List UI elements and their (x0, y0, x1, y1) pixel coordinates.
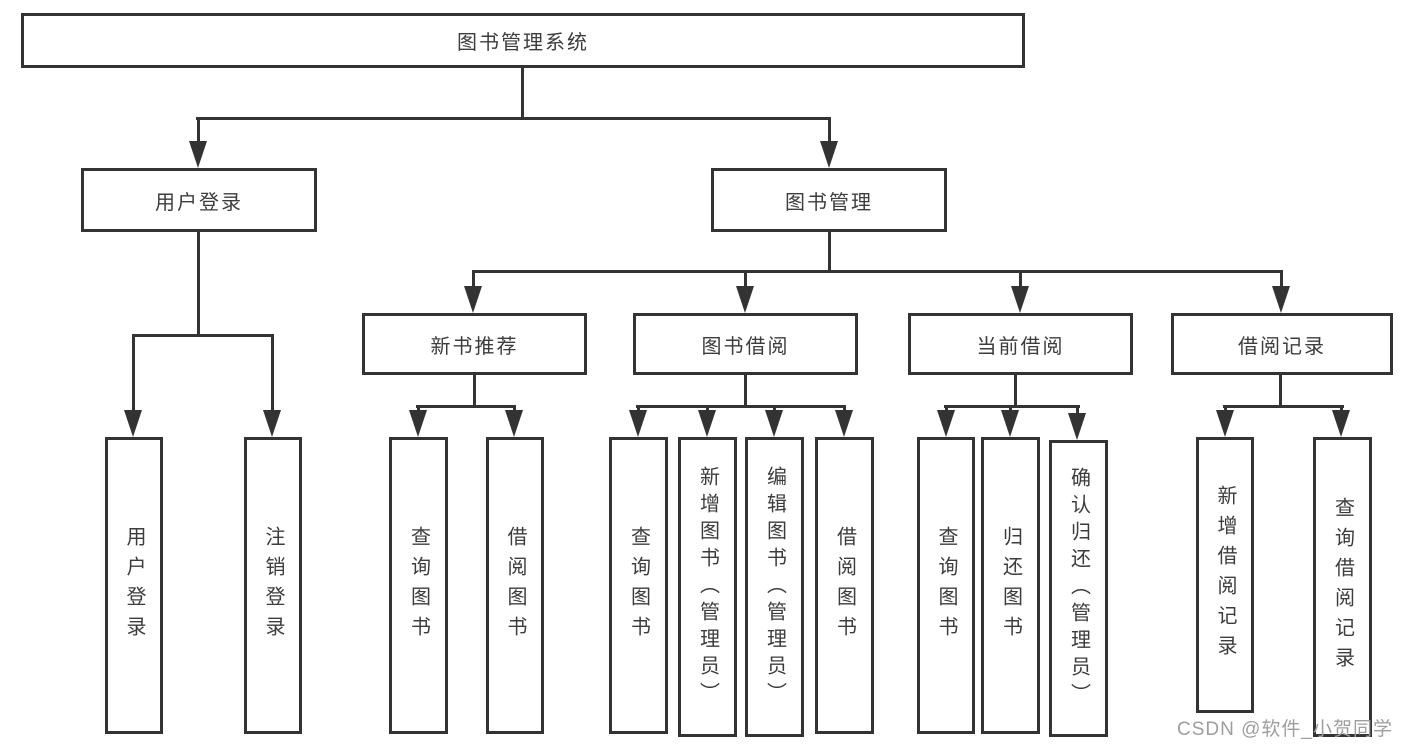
connector-root-stem (521, 68, 524, 117)
arrow-down-icon (1272, 286, 1290, 313)
arrow-down-icon (1001, 410, 1019, 437)
node-leaf-logout-label: 注销登录 (262, 525, 284, 646)
arrow-down-icon (629, 410, 647, 437)
connector-book-mgmt-bus (472, 270, 1283, 273)
connector-drop (132, 334, 135, 416)
node-leaf-query-record-label: 查询借阅记录 (1331, 497, 1354, 677)
arrow-down-icon (1011, 286, 1029, 313)
arrow-down-icon (263, 410, 281, 437)
node-leaf-confirm-return-label: 确认归还（管理员） (1067, 467, 1090, 710)
arrow-down-icon (698, 410, 716, 437)
node-leaf-add-record-label: 新增借阅记录 (1214, 485, 1236, 665)
connector-book-mgmt-drop (828, 117, 831, 147)
node-root-label: 图书管理系统 (457, 32, 589, 54)
connector-drop (472, 270, 475, 292)
node-leaf-return-book: 归还图书 (981, 437, 1040, 734)
node-leaf-user-login: 用户登录 (105, 437, 163, 734)
node-leaf-borrow-book-1: 借阅图书 (486, 437, 544, 734)
connector-book-borrow-stem (744, 375, 747, 408)
node-leaf-query-book-2: 查询图书 (609, 437, 668, 734)
node-leaf-return-book-label: 归还图书 (999, 525, 1022, 646)
connector-root-bus (196, 117, 831, 120)
node-leaf-edit-book: 编辑图书（管理员） (745, 437, 804, 737)
node-current-borrow-label: 当前借阅 (976, 335, 1065, 358)
node-borrow-record-label: 借阅记录 (1238, 335, 1326, 358)
arrow-down-icon (189, 141, 207, 168)
arrow-down-icon (1332, 410, 1350, 437)
arrow-down-icon (820, 141, 838, 168)
node-root: 图书管理系统 (21, 13, 1025, 68)
arrow-down-icon (1068, 413, 1086, 440)
node-leaf-borrow-book-2: 借阅图书 (815, 437, 874, 734)
node-leaf-edit-book-label: 编辑图书（管理员） (763, 465, 786, 709)
node-new-book-rec-label: 新书推荐 (430, 335, 519, 358)
node-leaf-confirm-return: 确认归还（管理员） (1049, 440, 1108, 737)
connector-new-book-rec-bus (416, 405, 516, 408)
connector-current-borrow-bus (944, 405, 1080, 408)
node-book-mgmt-label: 图书管理 (785, 191, 873, 214)
arrow-down-icon (1216, 410, 1234, 437)
node-current-borrow: 当前借阅 (908, 313, 1133, 375)
connector-drop (744, 270, 747, 292)
arrow-down-icon (124, 410, 142, 437)
node-leaf-logout: 注销登录 (244, 437, 302, 734)
arrow-down-icon (464, 286, 482, 313)
node-leaf-query-book-1-label: 查询图书 (407, 525, 430, 646)
arrow-down-icon (765, 410, 783, 437)
arrow-down-icon (736, 286, 754, 313)
node-leaf-add-record: 新增借阅记录 (1196, 437, 1254, 713)
connector-book-borrow-bus (636, 405, 846, 408)
connector-drop (1076, 405, 1079, 418)
node-leaf-query-book-2-label: 查询图书 (627, 525, 650, 646)
node-book-borrow-label: 图书借阅 (701, 335, 790, 358)
node-leaf-borrow-book-2-label: 借阅图书 (833, 525, 856, 646)
node-user-login: 用户登录 (81, 168, 317, 232)
arrow-down-icon (937, 410, 955, 437)
connector-user-login-stem (197, 232, 200, 337)
node-leaf-add-book: 新增图书（管理员） (678, 437, 737, 737)
node-book-borrow: 图书借阅 (633, 313, 858, 375)
node-leaf-query-record: 查询借阅记录 (1313, 437, 1372, 737)
node-leaf-add-book-label: 新增图书（管理员） (696, 465, 719, 709)
connector-user-login-drop (197, 117, 200, 147)
connector-book-mgmt-stem (828, 232, 831, 273)
node-new-book-rec: 新书推荐 (362, 313, 587, 375)
connector-new-book-rec-stem (473, 375, 476, 408)
node-book-mgmt: 图书管理 (711, 168, 947, 232)
node-leaf-query-book-1: 查询图书 (389, 437, 448, 734)
connector-drop (1280, 270, 1283, 292)
connector-borrow-record-bus (1223, 405, 1344, 408)
node-borrow-record: 借阅记录 (1171, 313, 1393, 375)
connector-borrow-record-stem (1279, 375, 1282, 408)
connector-drop (271, 334, 274, 416)
connector-user-login-bus (132, 334, 274, 337)
node-leaf-borrow-book-1-label: 借阅图书 (504, 525, 526, 646)
arrow-down-icon (409, 410, 427, 437)
node-leaf-query-book-3-label: 查询图书 (935, 525, 957, 646)
watermark: CSDN @软件_小贺同学 (1177, 719, 1393, 740)
arrow-down-icon (505, 410, 523, 437)
arrow-down-icon (835, 410, 853, 437)
node-user-login-label: 用户登录 (155, 191, 243, 214)
node-leaf-query-book-3: 查询图书 (917, 437, 975, 734)
connector-current-borrow-stem (1014, 375, 1017, 408)
connector-drop (1019, 270, 1022, 292)
node-leaf-user-login-label: 用户登录 (123, 525, 145, 646)
